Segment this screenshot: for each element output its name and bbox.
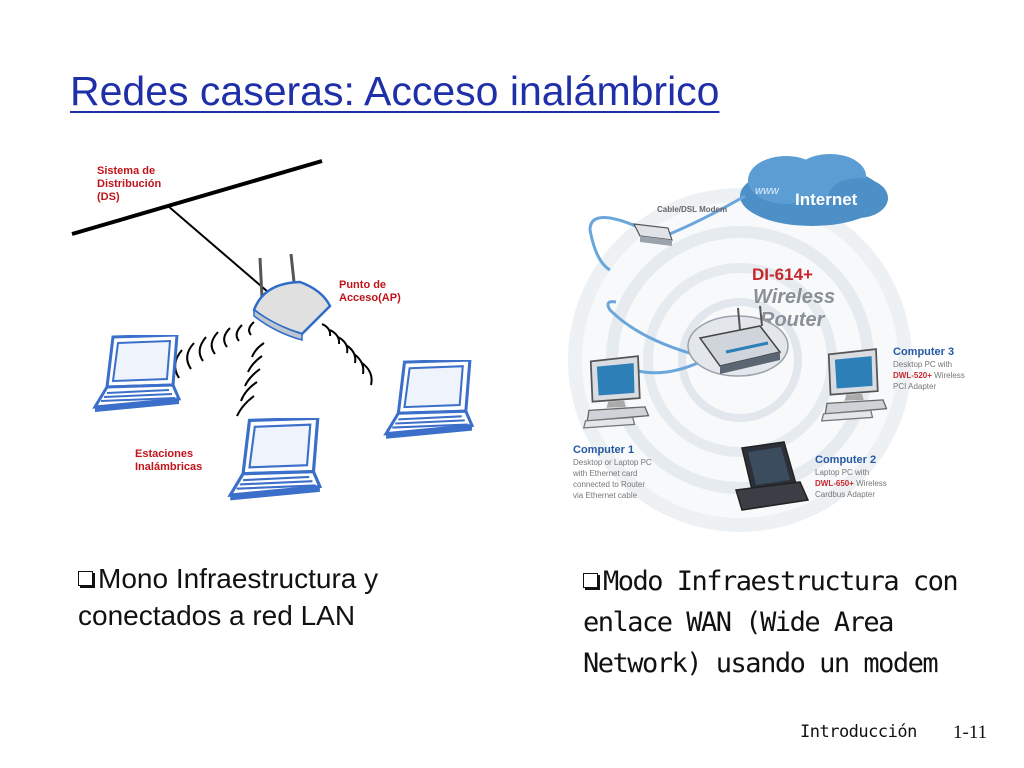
infrastructure-diagram <box>71 159 474 503</box>
bullet-left: Mono Infraestructura y conectados a red … <box>78 560 478 634</box>
ds-label: Sistema de Distribución (DS) <box>97 165 162 203</box>
ap-uplink <box>167 205 269 293</box>
distribution-system-line <box>71 159 323 236</box>
router-model-label: DI-614+ <box>752 265 813 284</box>
svg-text:PCI Adapter: PCI Adapter <box>893 382 936 391</box>
desktop-icon <box>820 348 888 422</box>
laptop-icon <box>384 360 474 441</box>
svg-text:connected to Router: connected to Router <box>573 480 645 489</box>
svg-text:via Ethernet cable: via Ethernet cable <box>573 491 638 500</box>
svg-text:Desktop PC with: Desktop PC with <box>893 360 952 369</box>
svg-text:Desktop or Laptop PC: Desktop or Laptop PC <box>573 458 652 467</box>
router-icon <box>687 305 789 377</box>
computer3-name: Computer 3 <box>893 346 954 358</box>
checkbox-bullet-icon <box>583 573 598 588</box>
svg-text:DWL-650+ Wireless: DWL-650+ Wireless <box>815 479 887 488</box>
bullet-right: Modo Infraestructura con enlace WAN (Wid… <box>583 561 1003 684</box>
computer1-name: Computer 1 <box>573 444 634 456</box>
slide-title: Redes caseras: Acceso inalámbrico <box>70 68 720 114</box>
checkbox-bullet-icon <box>78 571 93 586</box>
router-name-line2: Router <box>760 309 826 331</box>
computer3-desc: Desktop PC with DWL-520+ Wireless PCI Ad… <box>893 360 965 391</box>
svg-text:DWL-520+ Wireless: DWL-520+ Wireless <box>893 371 965 380</box>
svg-text:with Ethernet card: with Ethernet card <box>572 469 637 478</box>
svg-text:Laptop PC with: Laptop PC with <box>815 468 869 477</box>
stations-label: Estaciones Inalámbricas <box>135 448 203 473</box>
ap-label: Punto de Acceso(AP) <box>339 279 401 304</box>
internet-label: Internet <box>795 190 858 209</box>
laptop-icon <box>735 441 810 511</box>
bullet-left-text: Mono Infraestructura y conectados a red … <box>78 563 379 631</box>
svg-text:Cardbus Adapter: Cardbus Adapter <box>815 490 875 499</box>
laptop-icon <box>228 418 322 503</box>
desktop-icon <box>582 355 650 429</box>
laptop-icon <box>93 335 181 414</box>
modem-icon <box>632 223 673 246</box>
router-name-line1: Wireless <box>753 286 835 308</box>
computer1-desc: Desktop or Laptop PC with Ethernet card … <box>572 458 652 500</box>
page-number: 1-11 <box>953 722 988 743</box>
footer-section-label: Introducción <box>800 722 917 742</box>
wan-router-diagram: www Internet Cable/DSL Modem DI-614+ Wir… <box>568 154 965 532</box>
internet-cloud-icon <box>740 154 888 226</box>
modem-label: Cable/DSL Modem <box>657 205 727 214</box>
computer2-desc: Laptop PC with DWL-650+ Wireless Cardbus… <box>815 468 887 499</box>
access-point-icon <box>252 253 332 341</box>
www-text: www <box>755 185 780 197</box>
computer2-name: Computer 2 <box>815 454 876 466</box>
bullet-right-text: Modo Infraestructura con enlace WAN (Wid… <box>583 566 959 679</box>
wireless-signal-arcs <box>162 321 373 417</box>
